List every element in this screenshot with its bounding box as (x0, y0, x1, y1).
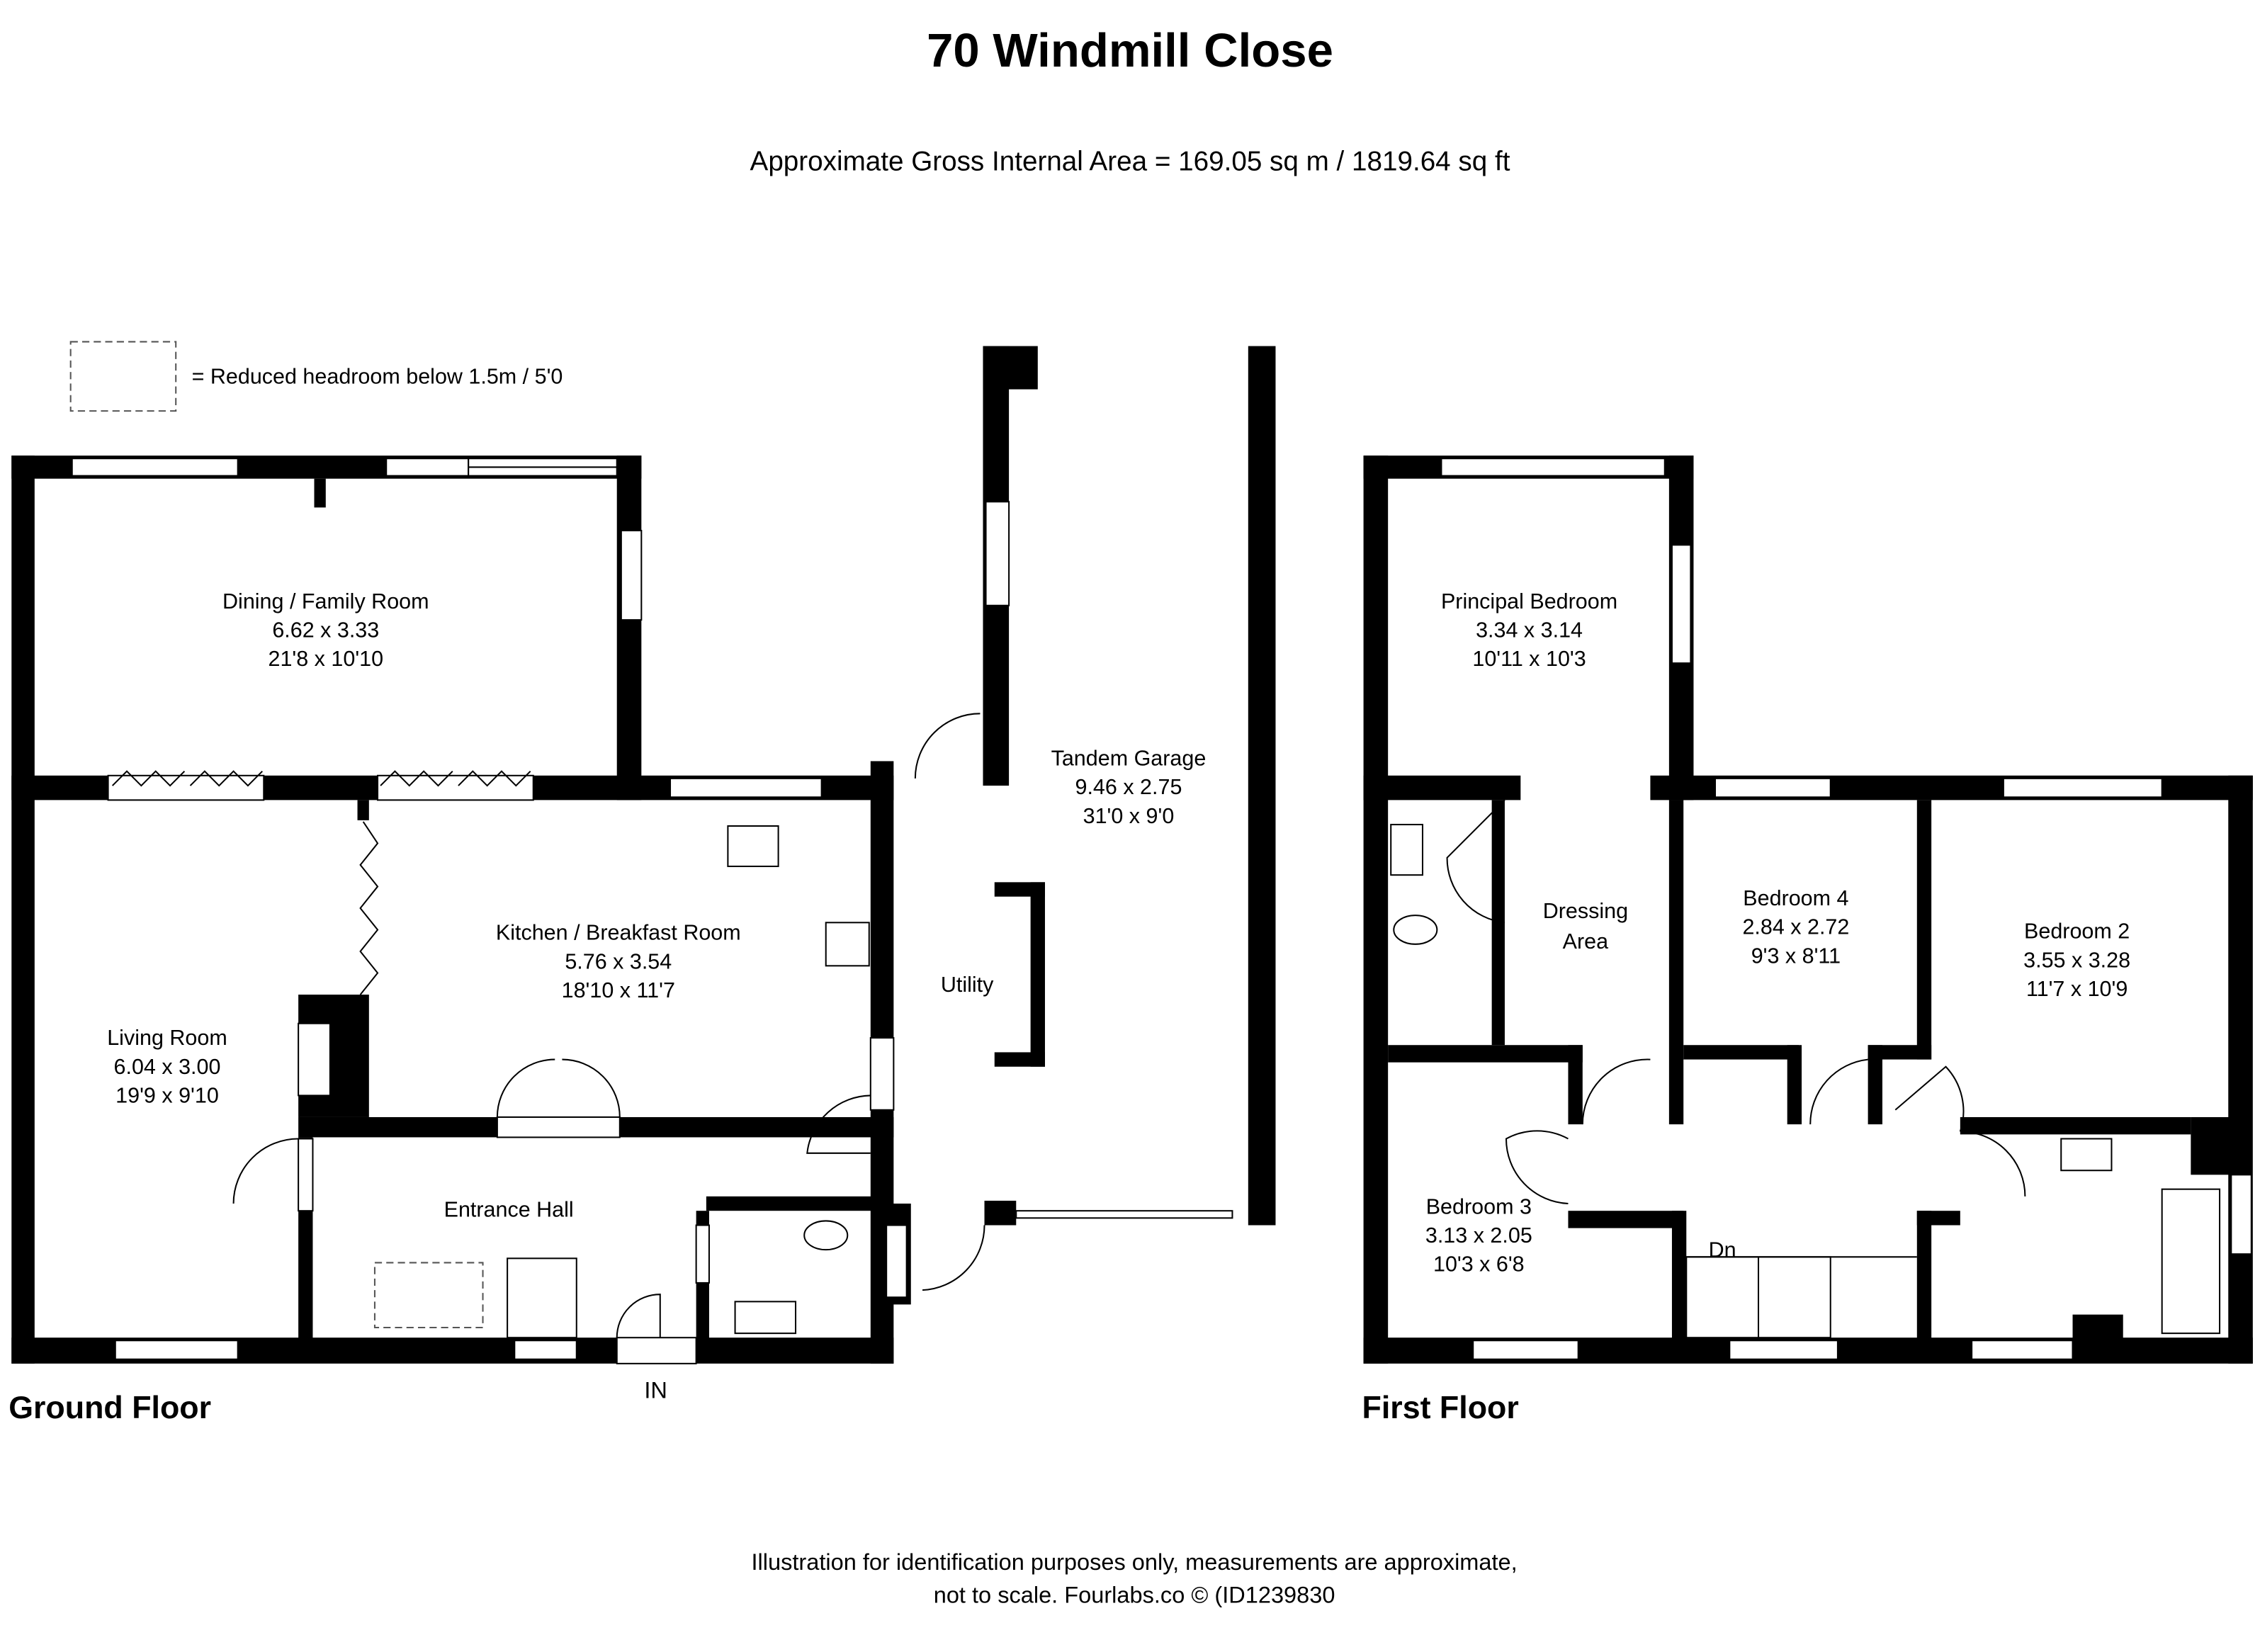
room-tandem-garage: Tandem Garage 9.46 x 2.75 31'0 x 9'0 (1051, 747, 1207, 828)
room-bedroom-2: Bedroom 2 3.55 x 3.28 11'7 x 10'9 (2023, 920, 2130, 1001)
svg-text:11'7 x 10'9: 11'7 x 10'9 (2026, 977, 2128, 1001)
svg-text:Bedroom 4: Bedroom 4 (1743, 886, 1848, 910)
svg-text:18'10 x 11'7: 18'10 x 11'7 (562, 978, 675, 1002)
svg-text:21'8 x 10'10: 21'8 x 10'10 (268, 647, 383, 671)
legend-label: = Reduced headroom below 1.5m / 5'0 (192, 364, 563, 388)
svg-text:Kitchen / Breakfast Room: Kitchen / Breakfast Room (496, 921, 741, 945)
svg-text:Living Room: Living Room (107, 1026, 227, 1050)
reduced-headroom-swatch (69, 341, 177, 412)
svg-text:Dressing: Dressing (1543, 899, 1628, 923)
page-title: 70 Windmill Close (927, 24, 1333, 77)
svg-text:6.62 x 3.33: 6.62 x 3.33 (272, 618, 379, 642)
gross-area: Approximate Gross Internal Area = 169.05… (750, 146, 1510, 176)
svg-text:3.34 x 3.14: 3.34 x 3.14 (1476, 618, 1583, 642)
svg-text:Bedroom 2: Bedroom 2 (2024, 920, 2130, 944)
legend: = Reduced headroom below 1.5m / 5'0 (69, 341, 563, 412)
room-bedroom-3: Bedroom 3 3.13 x 2.05 10'3 x 6'8 (1425, 1194, 1532, 1276)
svg-text:Principal Bedroom: Principal Bedroom (1441, 589, 1617, 613)
svg-text:5.76 x 3.54: 5.76 x 3.54 (565, 949, 672, 973)
svg-text:Dining / Family Room: Dining / Family Room (222, 589, 429, 613)
svg-text:Bedroom 3: Bedroom 3 (1426, 1194, 1532, 1218)
first-floor-label: First Floor (1362, 1390, 1519, 1425)
svg-text:Tandem Garage: Tandem Garage (1051, 747, 1207, 771)
room-bedroom-4: Bedroom 4 2.84 x 2.72 9'3 x 8'11 (1742, 886, 1849, 968)
entrance-label: IN (644, 1378, 667, 1403)
room-principal-bedroom: Principal Bedroom 3.34 x 3.14 10'11 x 10… (1441, 589, 1617, 671)
ground-floor-plan: Dining / Family Room 6.62 x 3.33 21'8 x … (9, 346, 1276, 1425)
svg-text:2.84 x 2.72: 2.84 x 2.72 (1742, 915, 1849, 939)
svg-text:19'9 x 9'10: 19'9 x 9'10 (115, 1084, 219, 1108)
disclaimer-line-1: Illustration for identification purposes… (751, 1549, 1517, 1575)
svg-text:3.13 x 2.05: 3.13 x 2.05 (1425, 1223, 1532, 1248)
room-dining-family: Dining / Family Room 6.62 x 3.33 21'8 x … (222, 589, 429, 671)
svg-text:3.55 x 3.28: 3.55 x 3.28 (2023, 948, 2130, 972)
disclaimer-line-2: not to scale. Fourlabs.co © (ID1239830 (934, 1583, 1335, 1608)
svg-text:6.04 x 3.00: 6.04 x 3.00 (114, 1055, 221, 1079)
room-dressing-area: Dressing Area (1543, 899, 1628, 954)
room-entrance-hall: Entrance Hall (444, 1197, 574, 1221)
svg-text:Area: Area (1563, 929, 1608, 954)
room-kitchen: Kitchen / Breakfast Room 5.76 x 3.54 18'… (496, 921, 741, 1002)
room-living: Living Room 6.04 x 3.00 19'9 x 9'10 (107, 1026, 227, 1107)
svg-text:31'0 x 9'0: 31'0 x 9'0 (1083, 804, 1175, 828)
svg-text:10'11 x 10'3: 10'11 x 10'3 (1472, 647, 1586, 671)
svg-text:10'3 x 6'8: 10'3 x 6'8 (1433, 1252, 1525, 1277)
stairs-down-label: Dn (1709, 1238, 1736, 1262)
room-utility: Utility (941, 973, 994, 997)
ground-floor-label: Ground Floor (9, 1390, 211, 1425)
svg-text:9.46 x 2.75: 9.46 x 2.75 (1075, 775, 1182, 799)
svg-text:9'3 x 8'11: 9'3 x 8'11 (1751, 944, 1841, 968)
first-floor-plan: Principal Bedroom 3.34 x 3.14 10'11 x 10… (1362, 456, 2253, 1425)
